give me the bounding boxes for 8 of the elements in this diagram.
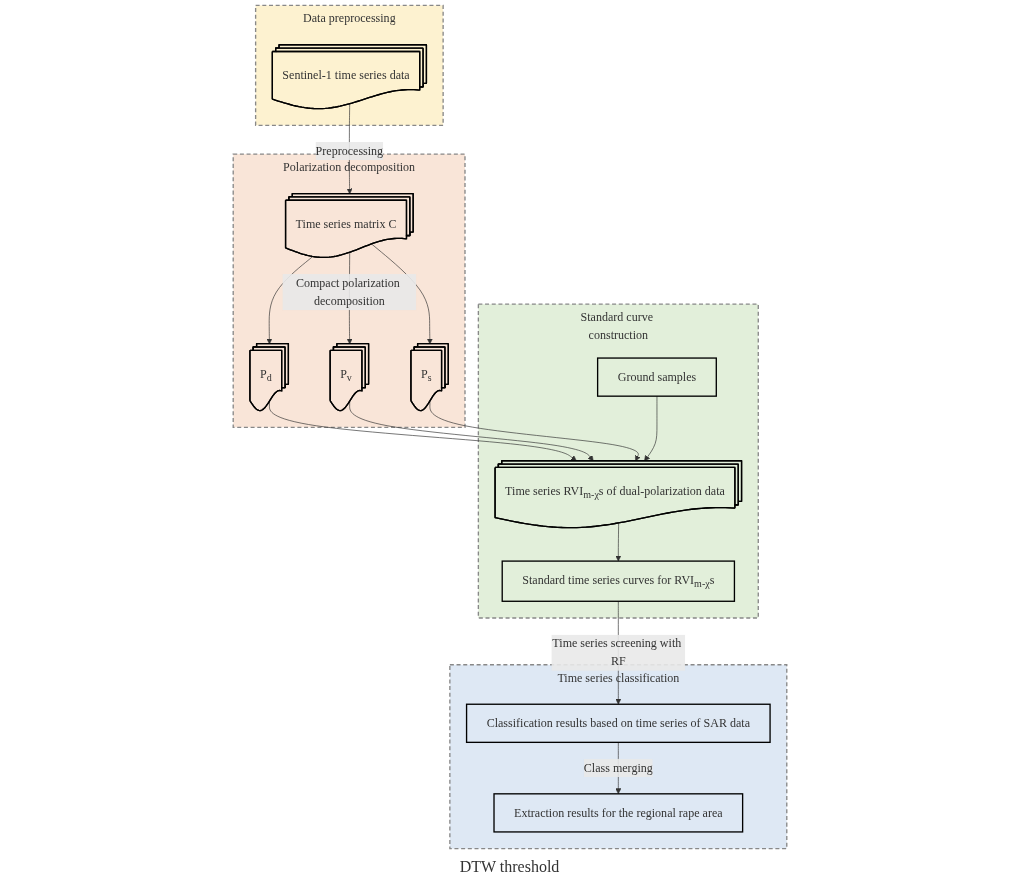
node-box: Ground samples [596, 357, 717, 397]
edge-label: Preprocessing [315, 144, 383, 158]
edge-label: Class merging [583, 761, 653, 775]
note-text: DTW threshold [459, 858, 560, 875]
node-box: Classification results based on time series of SAR data [465, 703, 771, 743]
edge-label: Compact polarization decomposition [295, 276, 400, 308]
node-box: Standard time series curves for RVI$_{m-χ}$s [501, 560, 735, 602]
node-box: Extraction results for the regional rape area [492, 793, 743, 833]
